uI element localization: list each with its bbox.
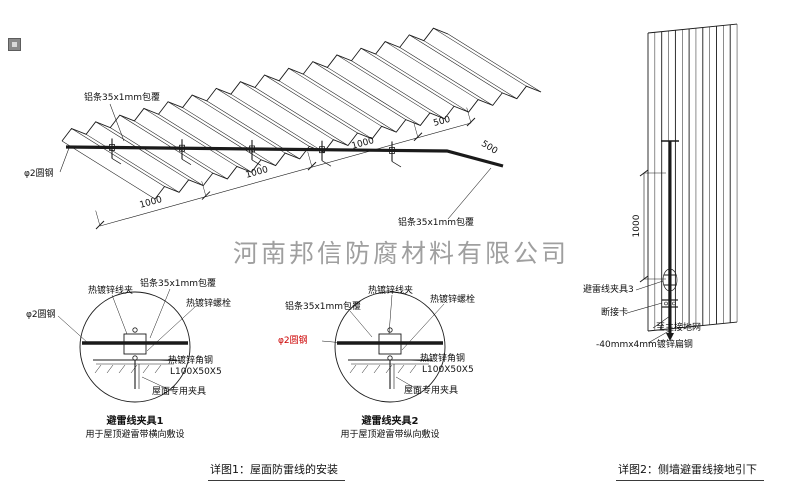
d2-subtitle: 用于屋顶避雷带纵向敷设 (340, 430, 440, 440)
iso-roof-drawing (61, 27, 542, 200)
company-watermark: 河南邦信防腐材料有限公司 (233, 239, 570, 268)
f2-label-disconnect: 断接卡 (601, 308, 629, 318)
d1-label-round-steel: φ2圆钢 (26, 310, 56, 320)
d1-label-alu-strip: 铝条35x1mm包覆 (140, 279, 217, 289)
wall-drawing (647, 23, 738, 332)
d2-label-wire-clip: 热镀锌线夹 (368, 286, 414, 296)
d1-label-angle-spec: L100X50X5 (170, 367, 222, 377)
d1-label-wire-clip: 热镀锌线夹 (88, 286, 134, 296)
label-alu-strip-top: 铝条35x1mm包覆 (84, 93, 161, 103)
roof-dimension-line (95, 107, 476, 230)
d1-label-roof-fixture: 屋面专用夹具 (152, 387, 207, 397)
d1-subtitle: 用于屋顶避雷带横向敷设 (85, 430, 185, 440)
down-lead-wire (661, 140, 679, 341)
detail-circle-1 (57, 288, 197, 403)
d1-label-bolt: 热镀锌螺栓 (186, 299, 232, 309)
d2-label-angle-spec: L100X50X5 (422, 365, 474, 375)
fig1-caption: 详图1：屋面防雷线的安装 (208, 461, 345, 481)
f2-label-flat-steel: -40mmx4mm镀锌扁钢 (596, 340, 693, 350)
f2-label-clamp3: 避雷线夹具3 (583, 285, 634, 295)
d1-title: 避雷线夹具1 (106, 416, 164, 427)
stamp-icon (8, 38, 21, 51)
d2-label-round-steel: φ2圆钢 (278, 336, 308, 346)
detail-circle-2 (321, 291, 446, 403)
wall-dimension-line (639, 169, 666, 283)
d1-label-angle-steel: 热镀锌角钢 (168, 356, 214, 366)
d2-label-alu-strip: 铝条35x1mm包覆 (285, 302, 362, 312)
d2-label-roof-fixture: 屋面专用夹具 (404, 386, 459, 396)
label-round-steel: φ2圆钢 (24, 169, 54, 179)
label-alu-strip-right: 铝条35x1mm包覆 (398, 218, 475, 228)
d2-label-angle-steel: 热镀锌角钢 (420, 354, 466, 364)
fig2-caption: 详图2：侧墙避雷线接地引下 (616, 461, 764, 481)
f2-label-to-main-grid: 至主接地网 (656, 323, 702, 333)
d2-title: 避雷线夹具2 (361, 416, 419, 427)
d2-label-bolt: 热镀锌螺栓 (430, 295, 476, 305)
roof-leader-lines (59, 103, 492, 220)
f2-dim-1000: 1000 (631, 214, 642, 238)
wall-leader-lines (626, 280, 671, 344)
